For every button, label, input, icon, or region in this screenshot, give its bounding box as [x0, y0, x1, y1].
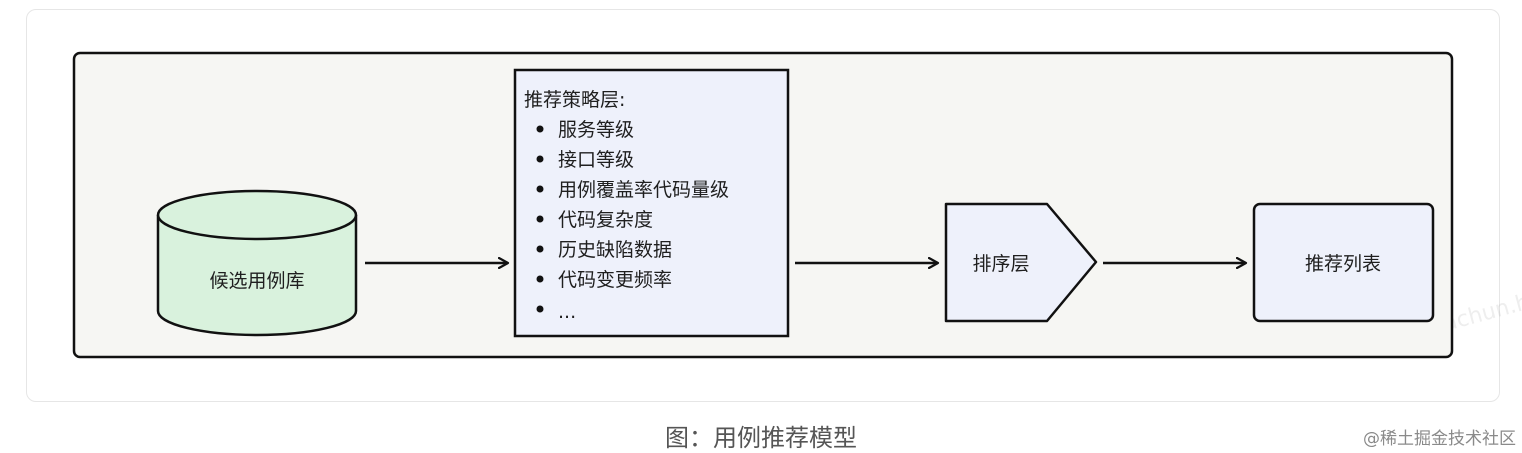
strategy-item: 代码复杂度: [558, 209, 653, 231]
strategy-item: 用例覆盖率代码量级: [558, 179, 729, 201]
figure-caption: 图：用例推荐模型: [665, 424, 857, 452]
strategy-item: 接口等级: [558, 149, 634, 171]
bullet: [536, 275, 544, 283]
bullet: [536, 125, 544, 133]
candidate-label: 候选用例库: [209, 270, 304, 292]
bullet: [536, 215, 544, 223]
strategy-item: 历史缺陷数据: [558, 239, 672, 261]
bullet: [536, 305, 544, 313]
bullet: [536, 155, 544, 163]
strategy-item: ...: [558, 301, 576, 323]
candidate-cylinder: 候选用例库: [156, 189, 358, 337]
strategy-item: 代码变更频率: [558, 269, 672, 291]
result-label: 推荐列表: [1305, 253, 1381, 275]
source-credit: @稀土掘金技术社区: [1363, 429, 1516, 449]
bullet: [536, 185, 544, 193]
bullet: [536, 245, 544, 253]
strategy-box: 推荐策略层: 服务等级 接口等级 用例覆盖率代码量级 代码复杂度 历史缺陷数据 …: [513, 68, 790, 338]
strategy-title: 推荐策略层:: [524, 89, 625, 111]
strategy-item: 服务等级: [558, 119, 634, 141]
strategy-list: 服务等级 接口等级 用例覆盖率代码量级 代码复杂度 历史缺陷数据 代码变更频率 …: [536, 119, 729, 323]
sort-label: 排序层: [972, 253, 1029, 275]
sort-node: 排序层: [944, 202, 1098, 323]
result-node: 推荐列表: [1252, 202, 1435, 323]
